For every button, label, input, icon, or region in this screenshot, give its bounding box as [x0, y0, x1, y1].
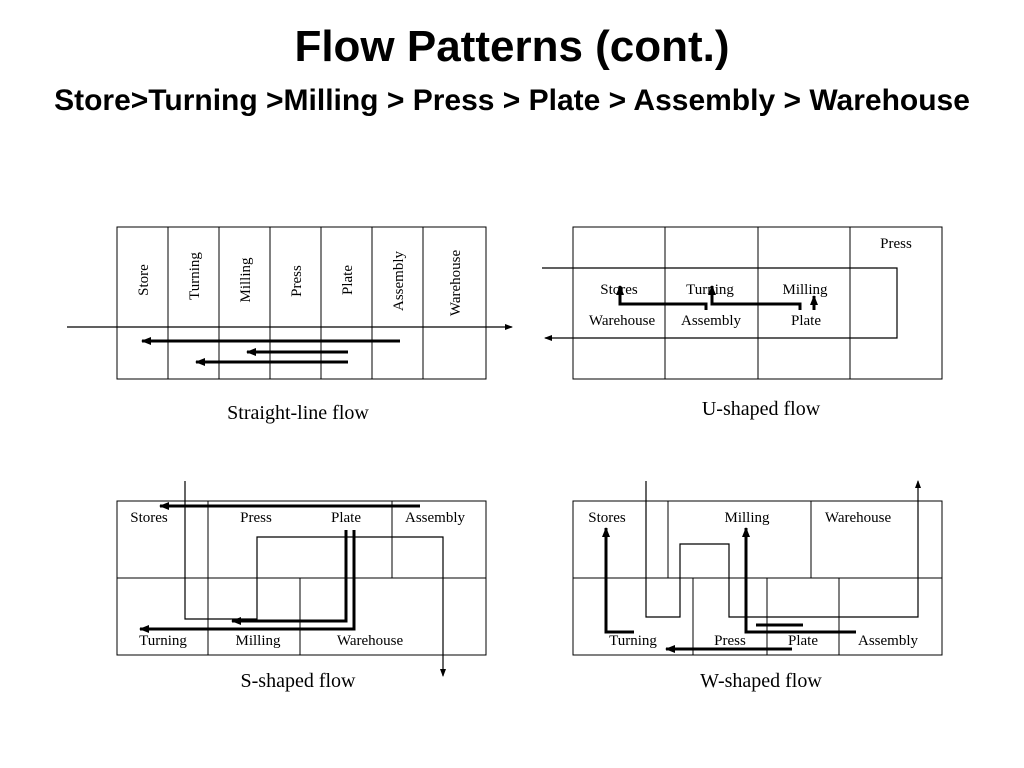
straight-label-store: Store — [136, 264, 152, 296]
s-return-arrow-inner — [231, 530, 348, 625]
w-label-milling: Milling — [724, 510, 770, 526]
slide-subtitle: Store>Turning >Milling > Press > Plate >… — [54, 84, 970, 117]
w-label-warehouse: Warehouse — [825, 510, 892, 526]
s-label-warehouse: Warehouse — [337, 633, 404, 649]
s-label-milling: Milling — [235, 633, 281, 649]
w-label-assembly: Assembly — [858, 633, 919, 649]
u-label-turning: Turning — [686, 282, 734, 298]
straight-line-diagram: Store Turning Milling Press Plate Assemb… — [67, 226, 513, 424]
straight-label-plate: Plate — [340, 265, 356, 295]
s-flow-line — [184, 481, 446, 677]
w-shaped-diagram: Stores Milling Warehouse Turning Press P… — [572, 480, 943, 692]
w-label-plate: Plate — [788, 633, 818, 649]
s-caption: S-shaped flow — [241, 670, 357, 692]
u-caption: U-shaped flow — [702, 398, 821, 420]
s-return-arrow-outer — [139, 530, 356, 633]
w-flow-line — [645, 480, 921, 618]
slide-title: Flow Patterns (cont.) — [294, 22, 730, 71]
u-flow-line — [542, 267, 898, 341]
s-label-plate: Plate — [331, 510, 361, 526]
u-label-press: Press — [880, 236, 912, 252]
straight-label-warehouse: Warehouse — [448, 250, 464, 317]
u-label-milling: Milling — [782, 282, 828, 298]
u-shaped-diagram: Press Stores Turning Milling Warehouse A… — [542, 226, 943, 420]
w-label-press: Press — [714, 633, 746, 649]
s-label-turning: Turning — [139, 633, 187, 649]
w-return-arrow-milling — [742, 527, 856, 634]
u-return-arrow-1 — [616, 285, 708, 310]
s-label-press: Press — [240, 510, 272, 526]
straight-label-milling: Milling — [238, 257, 254, 303]
u-label-assembly: Assembly — [681, 313, 742, 329]
w-label-stores: Stores — [588, 510, 626, 526]
w-caption: W-shaped flow — [700, 670, 822, 692]
straight-label-press: Press — [289, 265, 305, 297]
u-return-arrow-2 — [708, 285, 802, 310]
straight-label-assembly: Assembly — [391, 251, 407, 312]
s-shaped-diagram: Stores Press Plate Assembly Turning Mill… — [116, 481, 487, 692]
w-label-turning: Turning — [609, 633, 657, 649]
u-label-plate: Plate — [791, 313, 821, 329]
w-return-arrow-stores — [602, 527, 634, 634]
u-label-stores: Stores — [600, 282, 638, 298]
s-label-stores: Stores — [130, 510, 168, 526]
straight-caption: Straight-line flow — [227, 402, 369, 424]
s-label-assembly: Assembly — [405, 510, 466, 526]
straight-grid-border — [116, 226, 487, 380]
u-label-warehouse: Warehouse — [589, 313, 656, 329]
straight-label-turning: Turning — [187, 252, 203, 300]
straight-grid-lines — [167, 227, 424, 379]
